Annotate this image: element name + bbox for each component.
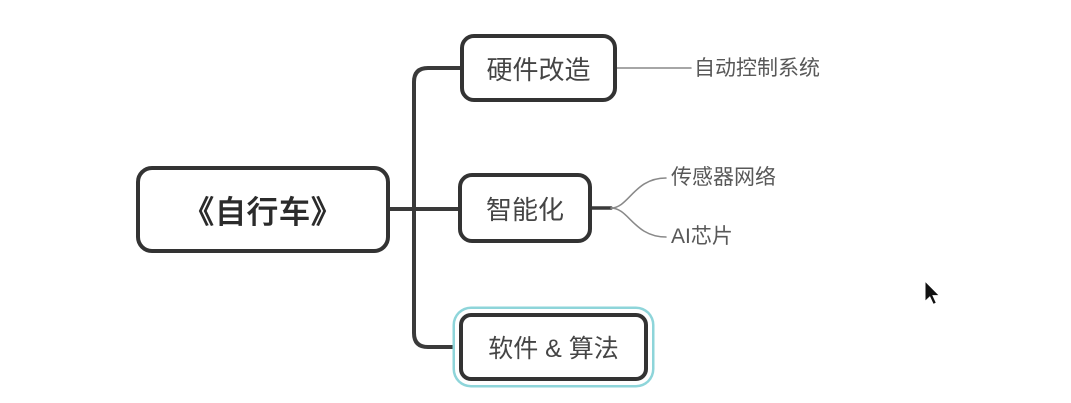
node-smart-label: 智能化 <box>485 194 564 225</box>
node-hardware[interactable]: 硬件改造 <box>460 34 617 102</box>
leaf-sensor-network[interactable]: 传感器网络 <box>671 166 776 189</box>
node-software-label: 软件 & 算法 <box>488 335 619 363</box>
node-smart[interactable]: 智能化 <box>458 173 592 243</box>
root-node-label: 《自行车》 <box>183 195 343 230</box>
leaf-ai-chip[interactable]: AI芯片 <box>671 225 733 248</box>
root-node[interactable]: 《自行车》 <box>136 166 390 253</box>
leaf-auto-control-system[interactable]: 自动控制系统 <box>694 57 820 80</box>
node-software-selected[interactable]: 软件 & 算法 <box>459 313 648 381</box>
smart-to-aichip-connector <box>610 207 667 238</box>
node-hardware-label: 硬件改造 <box>486 54 591 85</box>
smart-to-sensor-connector <box>610 177 667 209</box>
